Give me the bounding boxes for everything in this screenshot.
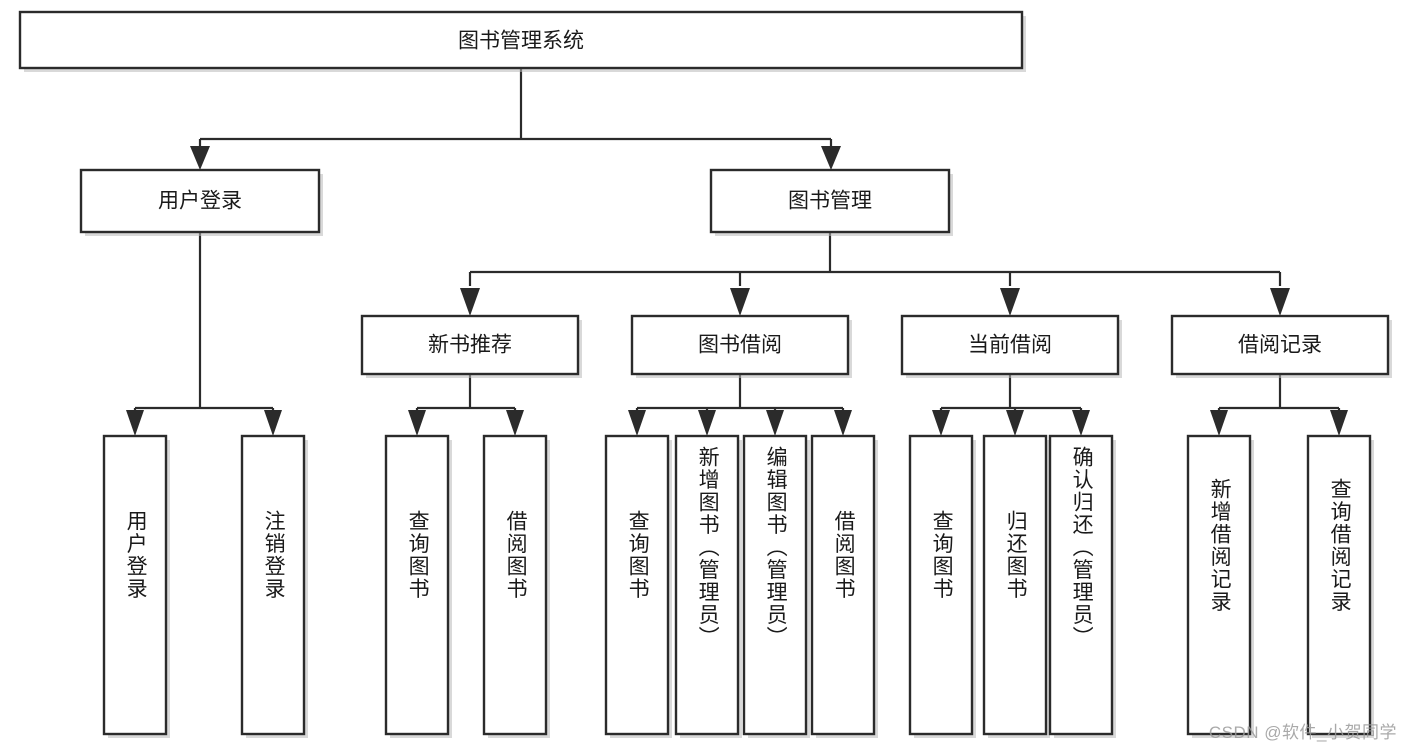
- arrow-to-current-borrow: [1000, 288, 1020, 316]
- node-leaf-logout[interactable]: [240, 434, 308, 738]
- leaf-add-book-box[interactable]: [674, 434, 740, 736]
- csdn-watermark: CSDN @软件_小贺同学: [1208, 723, 1397, 742]
- borrow-record-box[interactable]: [1170, 314, 1390, 376]
- leaf-query-book-bor-box[interactable]: [604, 434, 670, 736]
- arrow-to-leaf-borrow-book-rec: [506, 410, 524, 436]
- arrow-to-new-book-recommend: [460, 288, 480, 316]
- node-root[interactable]: 图书管理系统: [18, 10, 1026, 72]
- edge-newbook-bus: [415, 374, 517, 418]
- arrow-to-book-management: [821, 146, 841, 170]
- node-leaf-confirm-return[interactable]: [1048, 434, 1116, 738]
- node-leaf-query-book-bor[interactable]: [604, 434, 672, 738]
- node-borrow-record[interactable]: 借阅记录: [1170, 314, 1392, 378]
- node-leaf-query-book-cur[interactable]: [908, 434, 976, 738]
- arrow-to-leaf-confirm-return: [1072, 410, 1090, 436]
- book-management-box[interactable]: [709, 168, 951, 234]
- node-leaf-query-record[interactable]: [1306, 434, 1374, 738]
- leaf-query-record-box[interactable]: [1306, 434, 1372, 736]
- node-leaf-query-book-rec[interactable]: [384, 434, 452, 738]
- edge-bookborrow-bus: [635, 374, 845, 418]
- arrow-to-leaf-borrow-book-bor: [834, 410, 852, 436]
- arrow-to-leaf-query-record: [1330, 410, 1348, 436]
- leaf-user-login-box[interactable]: [102, 434, 168, 736]
- arrow-to-leaf-return-book: [1006, 410, 1024, 436]
- node-leaf-add-book[interactable]: [674, 434, 742, 738]
- edge-userlogin-bus: [133, 232, 275, 418]
- leaf-borrow-book-rec-box[interactable]: [482, 434, 548, 736]
- node-leaf-borrow-book-bor[interactable]: [810, 434, 878, 738]
- new-book-recommend-box[interactable]: [360, 314, 580, 376]
- node-leaf-borrow-book-rec[interactable]: [482, 434, 550, 738]
- leaf-add-record-box[interactable]: [1186, 434, 1252, 736]
- root-label: 图书管理系统: [458, 30, 584, 53]
- current-borrow-label: 当前借阅: [968, 334, 1052, 357]
- leaf-borrow-book-bor-box[interactable]: [810, 434, 876, 736]
- leaf-return-book-box[interactable]: [982, 434, 1048, 736]
- leaf-logout-box[interactable]: [240, 434, 306, 736]
- new-book-recommend-label: 新书推荐: [428, 334, 512, 357]
- node-current-borrow[interactable]: 当前借阅: [900, 314, 1122, 378]
- arrow-to-book-borrow: [730, 288, 750, 316]
- node-leaf-return-book[interactable]: [982, 434, 1050, 738]
- user-login-box[interactable]: [79, 168, 321, 234]
- arrow-to-user-login: [190, 146, 210, 170]
- arrow-to-leaf-edit-book: [766, 410, 784, 436]
- node-user-login[interactable]: 用户登录: [79, 168, 323, 236]
- edge-bookmgmt-bus: [468, 232, 1282, 286]
- current-borrow-box[interactable]: [900, 314, 1120, 376]
- arrow-to-leaf-query-book-bor: [628, 410, 646, 436]
- user-login-label: 用户登录: [158, 190, 242, 213]
- edge-root-bus: [198, 68, 833, 152]
- leaf-edit-book-box[interactable]: [742, 434, 808, 736]
- book-borrow-box[interactable]: [630, 314, 850, 376]
- book-management-label: 图书管理: [788, 190, 872, 213]
- arrow-to-borrow-record: [1270, 288, 1290, 316]
- connector-layer: [126, 68, 1348, 436]
- node-leaf-user-login[interactable]: [102, 434, 170, 738]
- node-book-management[interactable]: 图书管理: [709, 168, 953, 236]
- arrow-to-leaf-add-book: [698, 410, 716, 436]
- root-box[interactable]: [18, 10, 1024, 70]
- node-leaf-edit-book[interactable]: [742, 434, 810, 738]
- borrow-record-label: 借阅记录: [1238, 334, 1322, 357]
- arrow-to-leaf-add-record: [1210, 410, 1228, 436]
- leaf-confirm-return-box[interactable]: [1048, 434, 1114, 736]
- leaf-box-layer: [102, 434, 1374, 738]
- arrow-to-leaf-logout: [264, 410, 282, 436]
- leaf-query-book-cur-box[interactable]: [908, 434, 974, 736]
- arrow-to-leaf-query-book-rec: [408, 410, 426, 436]
- book-borrow-label: 图书借阅: [698, 334, 782, 357]
- leaf-query-book-rec-box[interactable]: [384, 434, 450, 736]
- arrow-to-leaf-user-login: [126, 410, 144, 436]
- arrow-to-leaf-query-book-cur: [932, 410, 950, 436]
- edge-borrowrecord-bus: [1217, 374, 1341, 418]
- node-book-borrow[interactable]: 图书借阅: [630, 314, 852, 378]
- node-new-book-recommend[interactable]: 新书推荐: [360, 314, 582, 378]
- node-leaf-add-record[interactable]: [1186, 434, 1254, 738]
